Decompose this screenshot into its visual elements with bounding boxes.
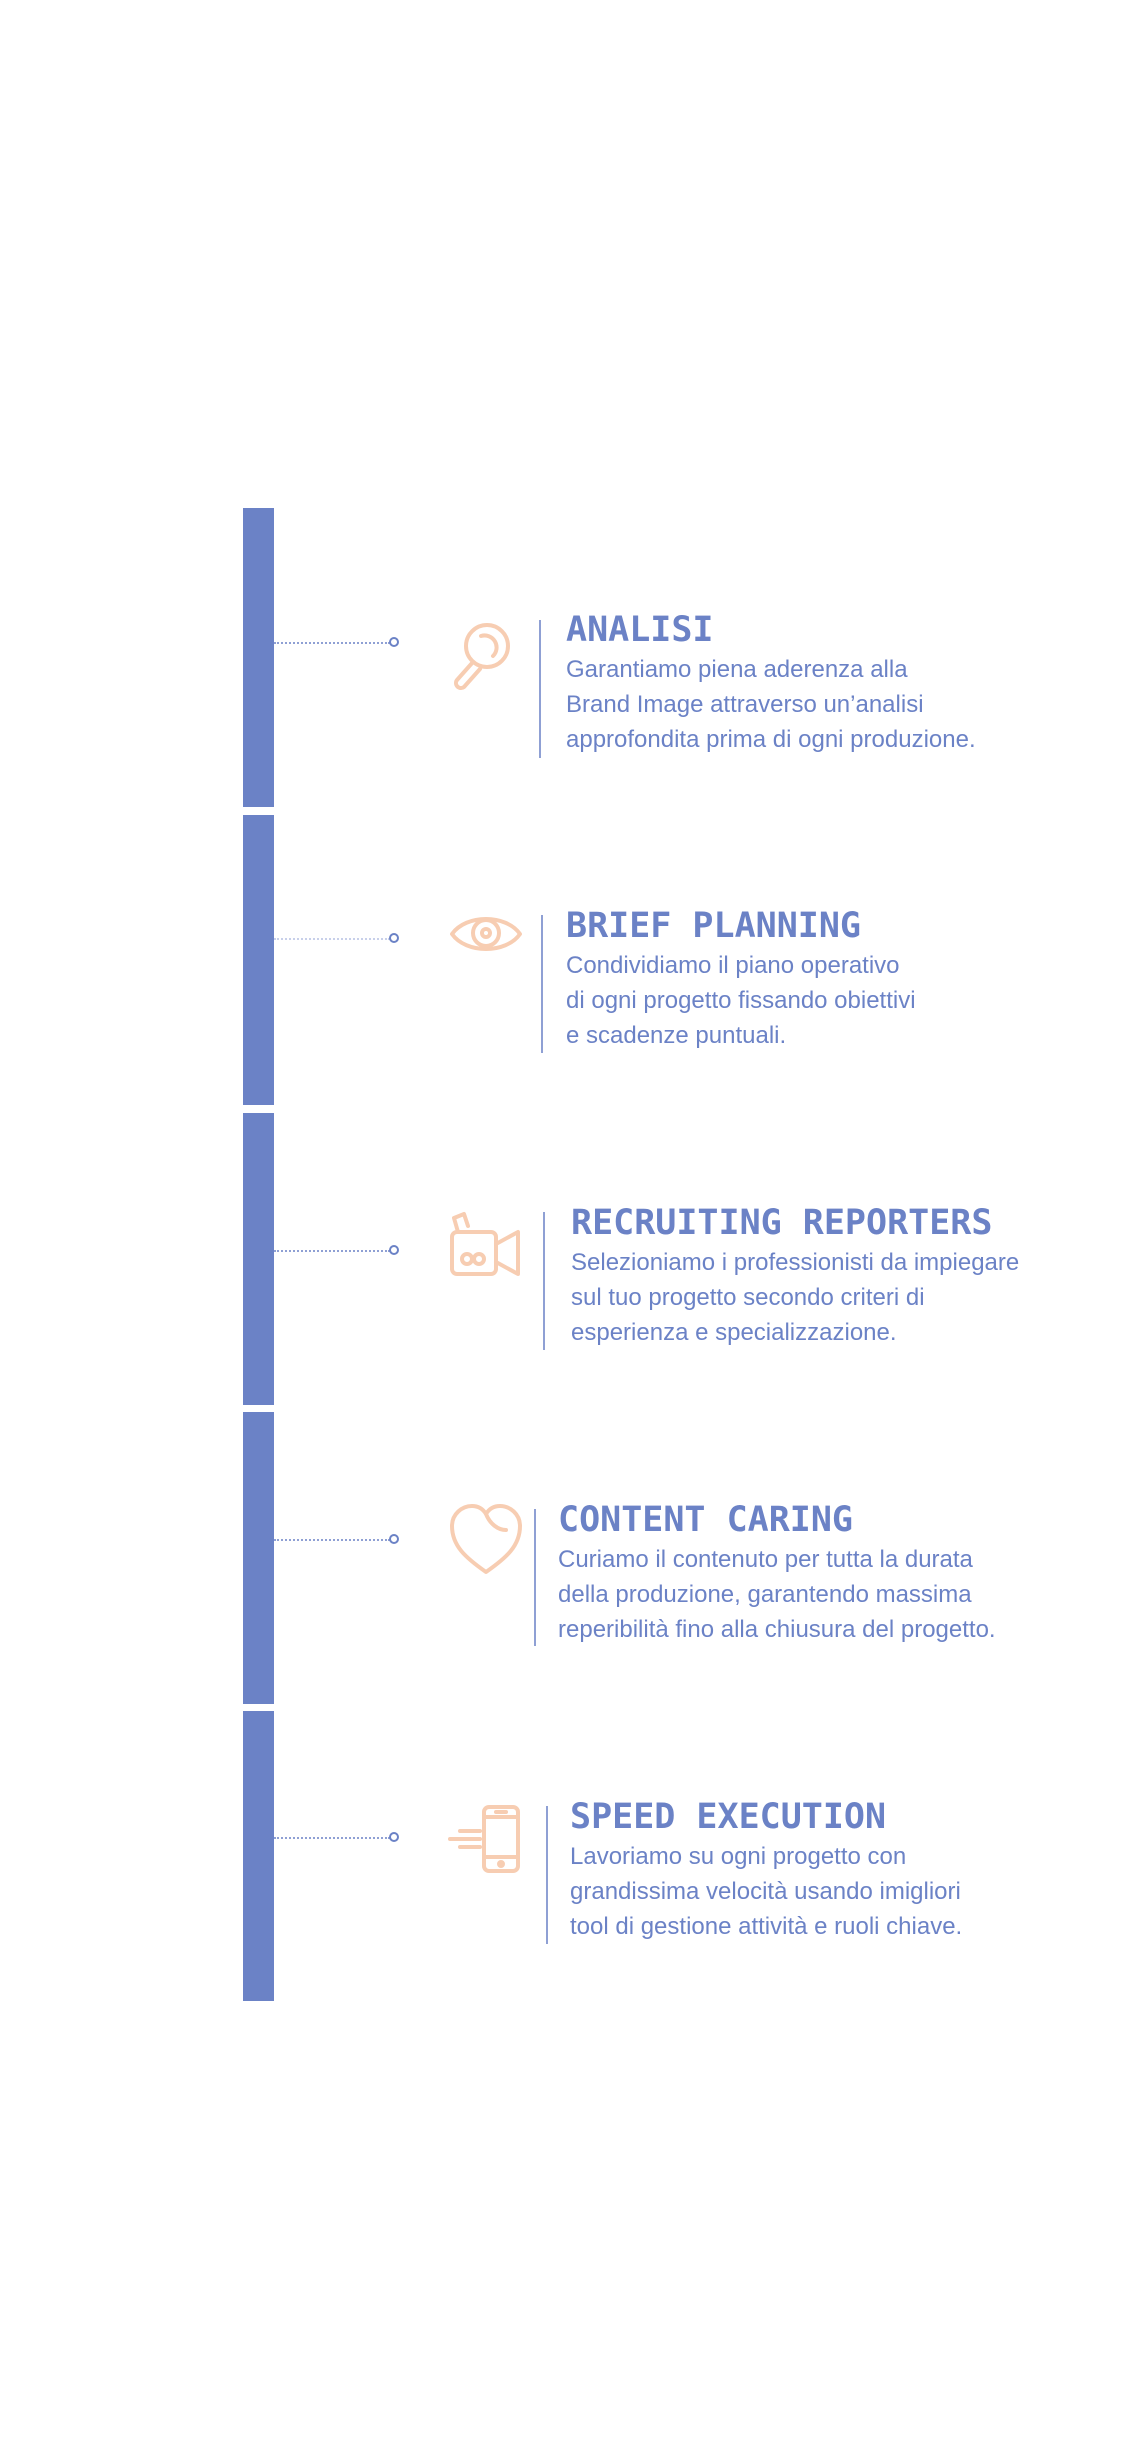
step-description-line: Lavoriamo su ogni progetto con: [570, 1843, 907, 1870]
step-title: SPEED EXECUTION: [570, 1797, 887, 1837]
step-description: Selezioniamo i professionisti da impiega…: [571, 1245, 1019, 1350]
timeline-node: [389, 637, 399, 647]
timeline-segment-content-caring: [243, 1412, 274, 1704]
step-title: CONTENT CARING: [558, 1500, 854, 1540]
step-divider: [543, 1212, 545, 1350]
timeline-node: [389, 1832, 399, 1842]
step-title: BRIEF PLANNING: [566, 906, 862, 946]
step-description: Lavoriamo su ogni progetto con grandissi…: [570, 1839, 962, 1944]
timeline-connector: [274, 1837, 390, 1839]
step-description-line: Curiamo il contenuto per tutta la durata: [558, 1546, 973, 1573]
step-description-line: approfondita prima di ogni produzione.: [566, 726, 976, 753]
step-description-line: grandissima velocità usando imigliori: [570, 1878, 961, 1905]
timeline-node: [389, 933, 399, 943]
step-description-line: Brand Image attraverso un’analisi: [566, 691, 924, 718]
timeline-segment-recruiting-reporters: [243, 1113, 274, 1405]
step-title: RECRUITING REPORTERS: [571, 1203, 993, 1243]
mobile-speed-icon: [446, 1801, 526, 1881]
heart-icon: [446, 1500, 526, 1580]
step-description: Condividiamo il piano operativo di ogni …: [566, 948, 916, 1053]
step-description-line: e scadenze puntuali.: [566, 1022, 787, 1049]
step-divider: [541, 915, 543, 1053]
step-description-line: Garantiamo piena aderenza alla: [566, 656, 908, 683]
timeline-segment-analisi: [243, 508, 274, 807]
video-camera-icon: [446, 1206, 526, 1286]
step-description-line: esperienza e specializzazione.: [571, 1319, 897, 1346]
timeline-node: [389, 1534, 399, 1544]
timeline-connector: [274, 1250, 390, 1252]
step-description-line: sul tuo progetto secondo criteri di: [571, 1284, 925, 1311]
step-divider: [546, 1806, 548, 1944]
step-divider: [539, 620, 541, 758]
timeline-connector: [274, 938, 390, 940]
eye-icon: [446, 894, 526, 974]
timeline-segment-brief-planning: [243, 815, 274, 1105]
step-description-line: Condividiamo il piano operativo: [566, 952, 900, 979]
step-description-line: reperibilità fino alla chiusura del prog…: [558, 1616, 996, 1643]
step-description: Garantiamo piena aderenza alla Brand Ima…: [566, 652, 976, 757]
step-description-line: Selezioniamo i professionisti da impiega…: [571, 1249, 1020, 1276]
step-divider: [534, 1509, 536, 1646]
magnifier-icon: [446, 618, 526, 698]
step-description: Curiamo il contenuto per tutta la durata…: [558, 1542, 996, 1647]
timeline-segment-speed-execution: [243, 1711, 274, 2001]
timeline-connector: [274, 642, 390, 644]
step-description-line: della produzione, garantendo massima: [558, 1581, 972, 1608]
step-title: ANALISI: [566, 610, 714, 650]
timeline-connector: [274, 1539, 390, 1541]
step-description-line: di ogni progetto fissando obiettivi: [566, 987, 916, 1014]
step-description-line: tool di gestione attività e ruoli chiave…: [570, 1913, 963, 1940]
timeline-node: [389, 1245, 399, 1255]
